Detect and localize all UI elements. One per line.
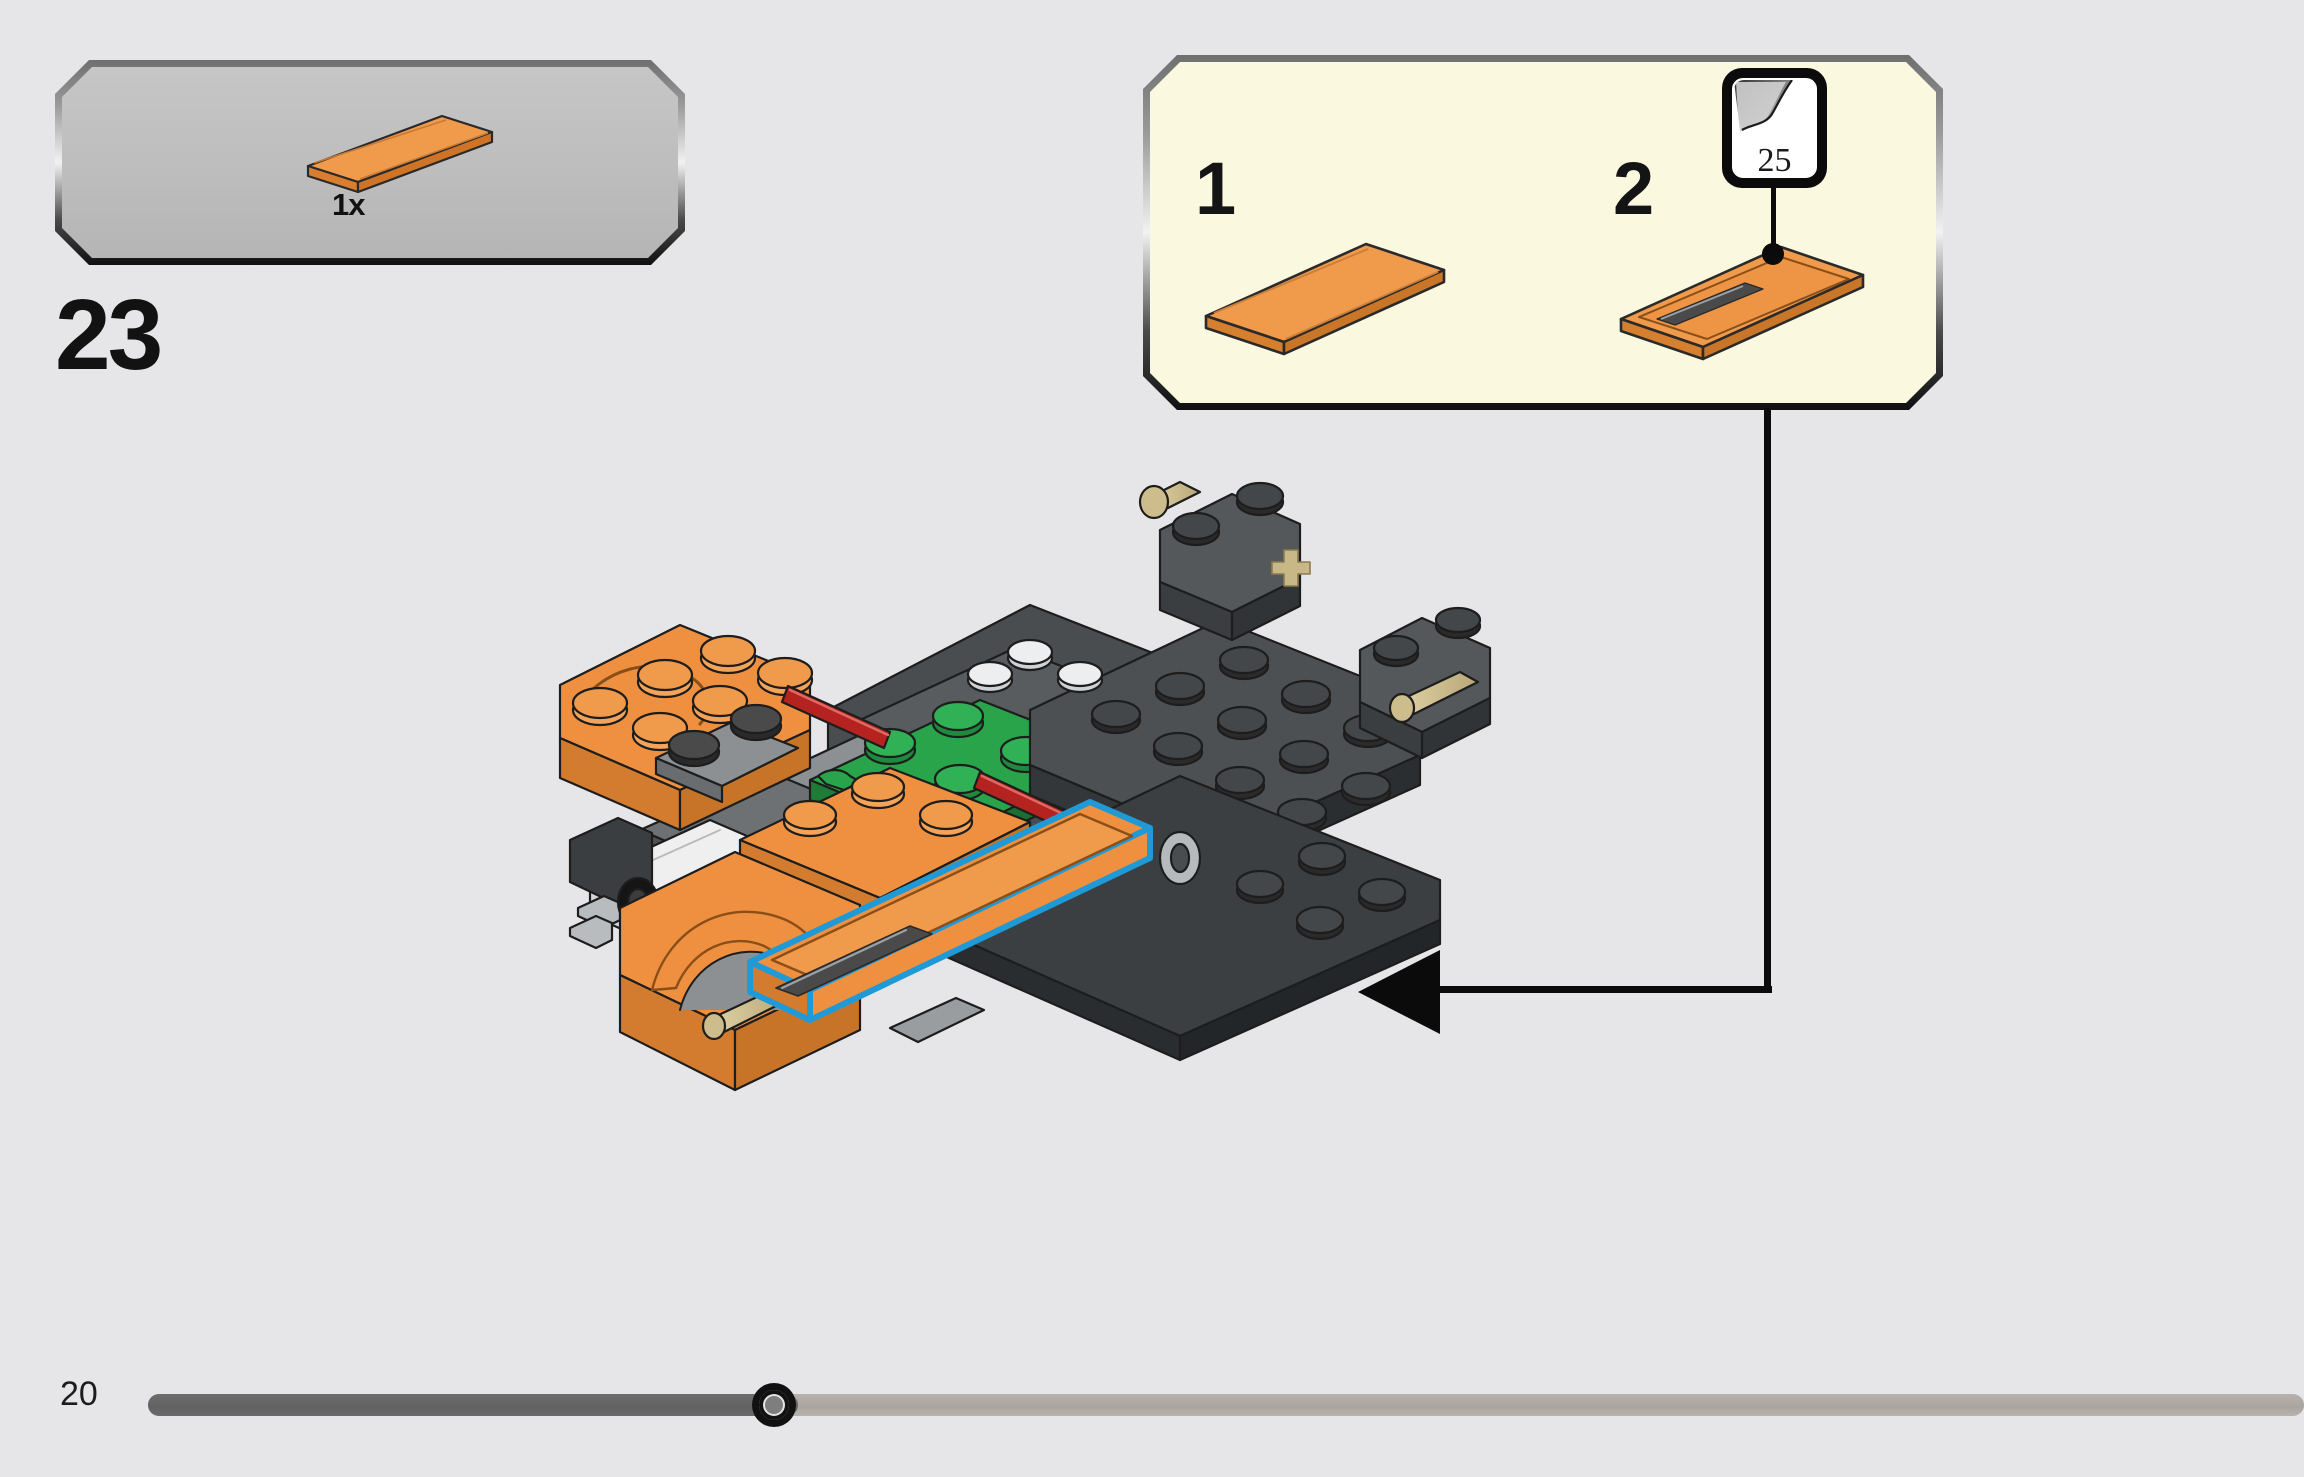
lego-model-assembly	[558, 480, 1620, 1250]
substep-2-part	[1613, 233, 1883, 361]
part-quantity-label: 1x	[332, 187, 365, 222]
substep-callout-box	[1143, 55, 1943, 410]
sticker-number: 25	[1757, 142, 1792, 179]
part-orange-tile-1x4	[300, 102, 500, 194]
substep-1-number: 1	[1195, 147, 1236, 230]
page-number: 20	[60, 1375, 98, 1413]
substep-1-part	[1198, 230, 1458, 356]
sticker-peel-icon	[1734, 80, 1814, 175]
sticker-pointer-line	[1771, 186, 1776, 252]
sticker-pointer-dot	[1762, 243, 1784, 265]
parts-bin: 1x	[55, 60, 685, 265]
step-number: 23	[55, 279, 163, 391]
new-part-highlight	[747, 799, 1153, 1023]
sticker-badge: 25	[1722, 68, 1827, 188]
progress-bar-fill	[148, 1394, 798, 1416]
callout-connector-vertical	[1764, 408, 1771, 993]
callout-connector-horizontal	[1432, 986, 1772, 993]
progress-bar-track[interactable]	[148, 1394, 2304, 1416]
substep-2-number: 2	[1613, 147, 1654, 230]
progress-bar-knob[interactable]	[752, 1383, 796, 1427]
